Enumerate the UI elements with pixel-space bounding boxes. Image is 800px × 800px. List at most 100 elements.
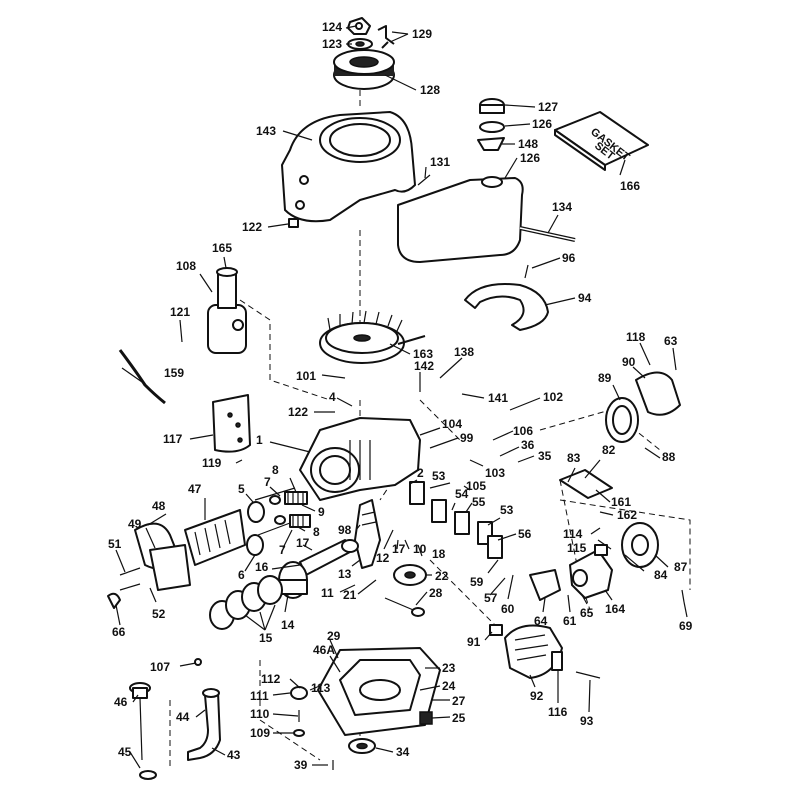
callout-143: 143	[256, 124, 276, 138]
callout-63: 63	[664, 334, 678, 348]
callout-56: 56	[518, 527, 532, 541]
fuel-line-134	[519, 226, 576, 242]
callout-84: 84	[654, 568, 668, 582]
wire-159	[118, 349, 166, 405]
connecting-rod-16	[299, 539, 359, 576]
callout-115: 115	[567, 541, 587, 555]
piston-rings-15	[209, 575, 283, 630]
fill-tube-44	[187, 688, 221, 761]
small-parts	[107, 592, 503, 725]
callout-166: 166	[620, 179, 640, 193]
callout-164: 164	[605, 602, 625, 616]
cam-gear-22	[393, 564, 427, 586]
callout-51: 51	[108, 537, 122, 551]
callout-82: 82	[602, 443, 616, 457]
callout-27: 27	[452, 694, 466, 708]
callout-55: 55	[472, 495, 486, 509]
crankshaft-13	[354, 499, 381, 569]
callout-122a: 122	[242, 220, 262, 234]
callout-114: 114	[563, 527, 583, 541]
callout-53b: 53	[500, 503, 514, 517]
leader-lines	[115, 25, 688, 769]
callout-106: 106	[513, 424, 533, 438]
elbow-64	[529, 569, 561, 601]
callout-124: 124	[322, 20, 342, 34]
callout-17b: 17	[296, 536, 310, 550]
callout-65: 65	[580, 606, 594, 620]
callout-4: 4	[329, 390, 336, 404]
callout-108: 108	[176, 259, 196, 273]
filler-ring-126	[479, 121, 505, 133]
callout-138: 138	[454, 345, 474, 359]
callout-127: 127	[538, 100, 558, 114]
callout-131: 131	[430, 155, 450, 169]
callout-113: 113	[311, 681, 331, 695]
callout-36: 36	[521, 438, 535, 452]
callout-142: 142	[414, 359, 434, 373]
starter-motor-165	[207, 267, 247, 354]
callout-22: 22	[435, 569, 449, 583]
callout-134: 134	[552, 200, 572, 214]
callout-48: 48	[152, 499, 166, 513]
callout-91: 91	[467, 635, 481, 649]
baffle-94	[464, 264, 549, 331]
callout-163: 163	[413, 347, 433, 361]
dipstick-46	[129, 682, 157, 780]
callout-numbers: 124 123 129 128 127 126 143 148 126 166 …	[108, 20, 693, 772]
callout-47: 47	[188, 482, 202, 496]
cylinder-head-47	[184, 509, 246, 566]
callout-28: 28	[429, 586, 443, 600]
callout-54: 54	[455, 487, 469, 501]
callout-101: 101	[296, 369, 316, 383]
callout-129: 129	[412, 27, 432, 41]
callout-44: 44	[176, 710, 190, 724]
callout-7a: 7	[264, 475, 271, 489]
carburetor-164	[569, 544, 613, 599]
callout-34: 34	[396, 745, 410, 759]
callout-161: 161	[611, 495, 631, 509]
callout-159: 159	[164, 366, 184, 380]
plate-82	[559, 469, 613, 499]
callout-102: 102	[543, 390, 563, 404]
callout-59: 59	[470, 575, 484, 589]
callout-118: 118	[626, 330, 646, 344]
callout-90: 90	[622, 355, 636, 369]
screen-148	[477, 137, 505, 151]
callout-96: 96	[562, 251, 576, 265]
bracket-116	[551, 651, 563, 671]
callout-88: 88	[662, 450, 676, 464]
callout-117: 117	[163, 432, 183, 446]
callout-122b: 122	[288, 405, 308, 419]
callout-13: 13	[338, 567, 352, 581]
callout-5: 5	[238, 482, 245, 496]
callout-103: 103	[485, 466, 505, 480]
callout-46: 46	[114, 695, 128, 709]
valve-5	[247, 487, 296, 523]
seal-34	[348, 738, 376, 754]
callout-21: 21	[343, 588, 357, 602]
callout-25: 25	[452, 711, 466, 725]
governor-111	[290, 686, 308, 737]
callout-162: 162	[617, 508, 637, 522]
callout-126: 126	[532, 117, 552, 131]
callout-119: 119	[202, 456, 222, 470]
callout-14: 14	[281, 618, 295, 632]
callout-8b: 8	[313, 525, 320, 539]
callout-111: 111	[250, 689, 269, 703]
callout-93: 93	[580, 714, 594, 728]
muffler-89-90	[605, 371, 681, 443]
plate-49	[149, 544, 191, 591]
gaskets-53-56	[409, 481, 503, 559]
air-cleaner-92	[504, 624, 563, 679]
valve-springs	[269, 491, 311, 528]
callout-121: 121	[170, 305, 190, 319]
air-cleaner-87	[621, 522, 659, 568]
callout-35: 35	[538, 449, 552, 463]
fuel-tank	[397, 176, 524, 263]
callout-15: 15	[259, 631, 273, 645]
callout-6: 6	[238, 568, 245, 582]
callout-98: 98	[338, 523, 352, 537]
callout-53a: 53	[432, 469, 446, 483]
callout-46a: 46A	[313, 643, 335, 657]
callout-148: 148	[518, 137, 538, 151]
